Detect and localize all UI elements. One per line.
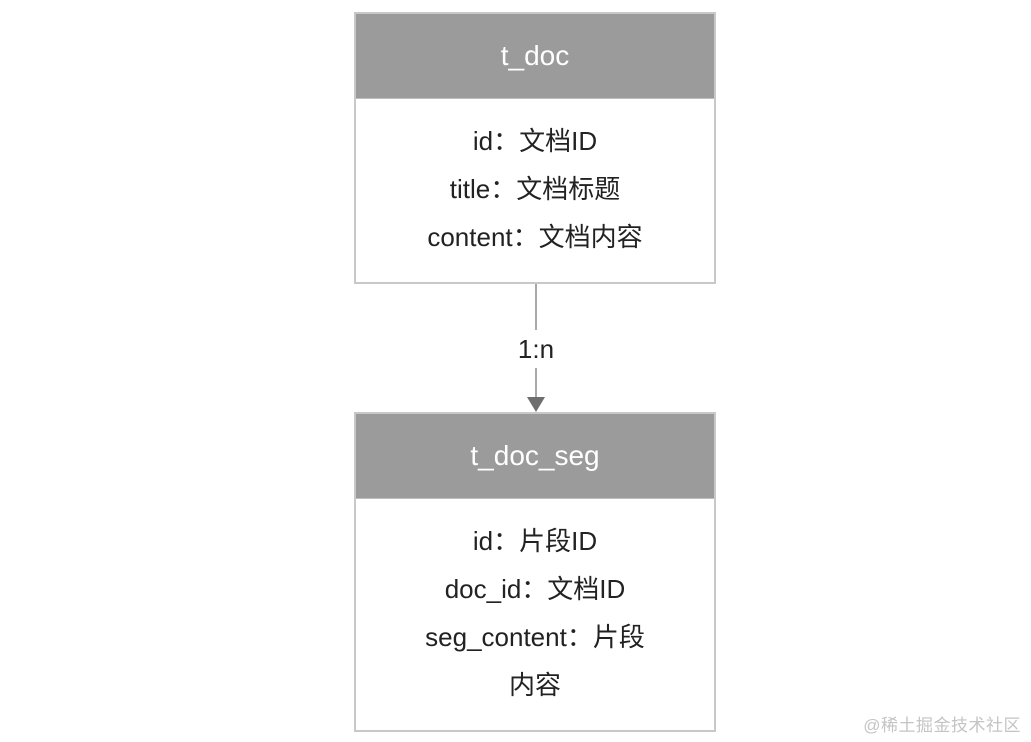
relationship-line: [535, 284, 537, 330]
watermark: @稀土掘金技术社区: [863, 716, 1021, 735]
field-seg-content: seg_content：片段: [425, 622, 645, 652]
entity-title: t_doc: [500, 40, 570, 71]
arrow-down-icon: [527, 397, 545, 412]
entity-fields: id：片段ID doc_id：文档ID seg_content：片段 内容: [356, 499, 714, 733]
entity-t-doc-seg: t_doc_seg id：片段ID doc_id：文档ID seg_conten…: [354, 412, 716, 732]
field-id: id：片段ID: [472, 526, 598, 556]
field-id: id：文档ID: [472, 126, 598, 156]
entity-fields: id：文档ID title：文档标题 content：文档内容: [356, 99, 714, 285]
field-seg-content-cont: 内容: [508, 670, 561, 700]
entity-title: t_doc_seg: [470, 440, 600, 471]
field-title: title：文档标题: [449, 174, 621, 204]
cardinality-label: 1:n: [517, 334, 555, 364]
entity-t-doc: t_doc id：文档ID title：文档标题 content：文档内容: [354, 12, 716, 284]
relationship-line: [535, 368, 537, 400]
field-content: content：文档内容: [427, 222, 643, 252]
entity-header: t_doc: [356, 14, 714, 99]
field-doc-id: doc_id：文档ID: [444, 574, 626, 604]
entity-header: t_doc_seg: [356, 414, 714, 499]
